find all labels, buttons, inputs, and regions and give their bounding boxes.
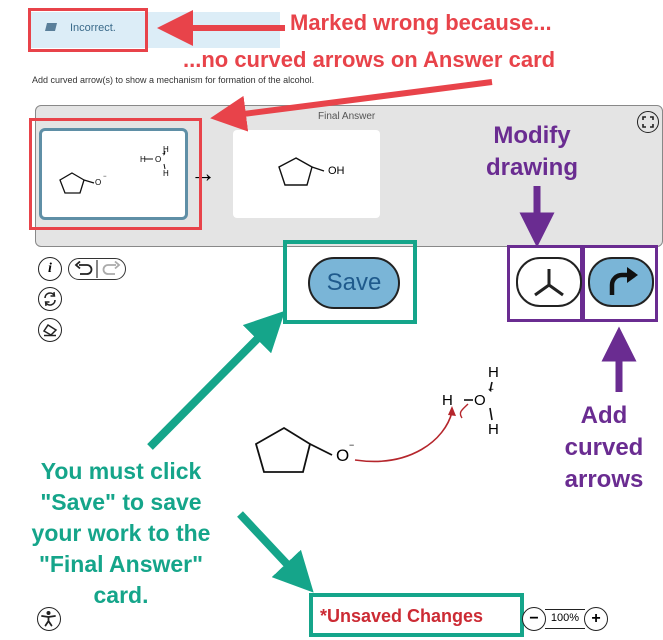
fullscreen-icon [642,116,654,128]
zoom-control: 100% − + [522,607,608,631]
annotation-green-line5: card. [93,582,149,608]
fullscreen-button[interactable] [637,111,659,133]
info-button[interactable]: i [38,257,62,281]
reactant-h-top: H [163,145,169,154]
canvas-h-bottom: H [488,421,499,438]
canvas-h-left: H [442,392,453,409]
annotation-modify-drawing: Modify drawing [462,120,602,184]
annotation-green-line1: You must click [40,458,202,484]
save-button[interactable]: Save [308,257,400,309]
incorrect-highlight-box [28,8,148,52]
annotation-green-line4: "Final Answer" [38,551,204,577]
zoom-out-button[interactable]: − [522,607,546,631]
feedback-status: Incorrect. [70,22,116,34]
panel-title: Final Answer [318,111,376,122]
zoom-in-button[interactable]: + [584,607,608,631]
curved-arrow-button[interactable] [588,257,654,307]
reactant-h-left: H [140,155,146,164]
bond-drawing-icon [534,269,564,297]
answer-card-highlight-box [29,118,202,230]
arrow-tool-highlight-box [582,245,658,322]
question-instruction: Add curved arrow(s) to show a mechanism … [32,75,315,85]
reactant-oxygen: O [95,178,102,187]
canvas-plus-charge: + [488,385,494,396]
answer-card-product[interactable] [233,130,380,218]
reactants-structure [59,150,166,194]
eraser-icon [42,323,58,337]
annotation-add-line2: curved [564,434,644,461]
product-structure [278,157,325,186]
reactant-minus-charge: − [103,174,107,180]
eraser-icon [45,23,57,31]
canvas-minus-charge: − [349,440,355,450]
save-highlight-box [283,240,417,324]
refresh-button[interactable] [38,287,62,311]
canvas-h-top: H [488,364,499,381]
annotation-green-line3: your work to the [31,520,211,546]
annotation-must-click-save: You must click "Save" to save your work … [8,456,234,611]
modify-drawing-button[interactable] [516,257,582,307]
reaction-arrow: → [190,158,216,188]
annotation-green-line2: "Save" to save [40,489,202,515]
undo-icon[interactable] [73,261,95,277]
drawing-canvas-structure [254,381,493,473]
annotation-marked-wrong: Marked wrong because... [290,10,552,35]
answer-card-reactants[interactable] [39,128,188,220]
refresh-icon [44,291,56,307]
unsaved-changes-status: *Unsaved Changes [320,606,484,626]
reactant-plus-charge: + [162,152,166,158]
reactant-oxonium-o: O [155,155,162,164]
product-hydroxyl: OH [328,165,345,177]
zoom-level: 100% [545,609,585,629]
accessibility-icon [41,611,56,627]
reactant-h-bottom: H [163,169,169,178]
annotation-add-line1: Add [580,402,628,429]
curved-arrow-icon [609,267,638,295]
redo-icon[interactable] [100,261,122,277]
info-icon: i [48,261,52,276]
accessibility-button[interactable] [37,607,61,631]
annotation-modify-line2: drawing [485,154,578,181]
annotation-add-line3: arrows [564,466,644,493]
erase-button[interactable] [38,318,62,342]
canvas-oxonium-o: O [474,392,486,409]
canvas-oxygen: O [336,446,350,465]
annotation-no-curved-arrows: ...no curved arrows on Answer card [183,47,556,72]
annotation-modify-line1: Modify [493,122,571,149]
annotation-add-curved-arrows: Add curved arrows [545,400,663,496]
